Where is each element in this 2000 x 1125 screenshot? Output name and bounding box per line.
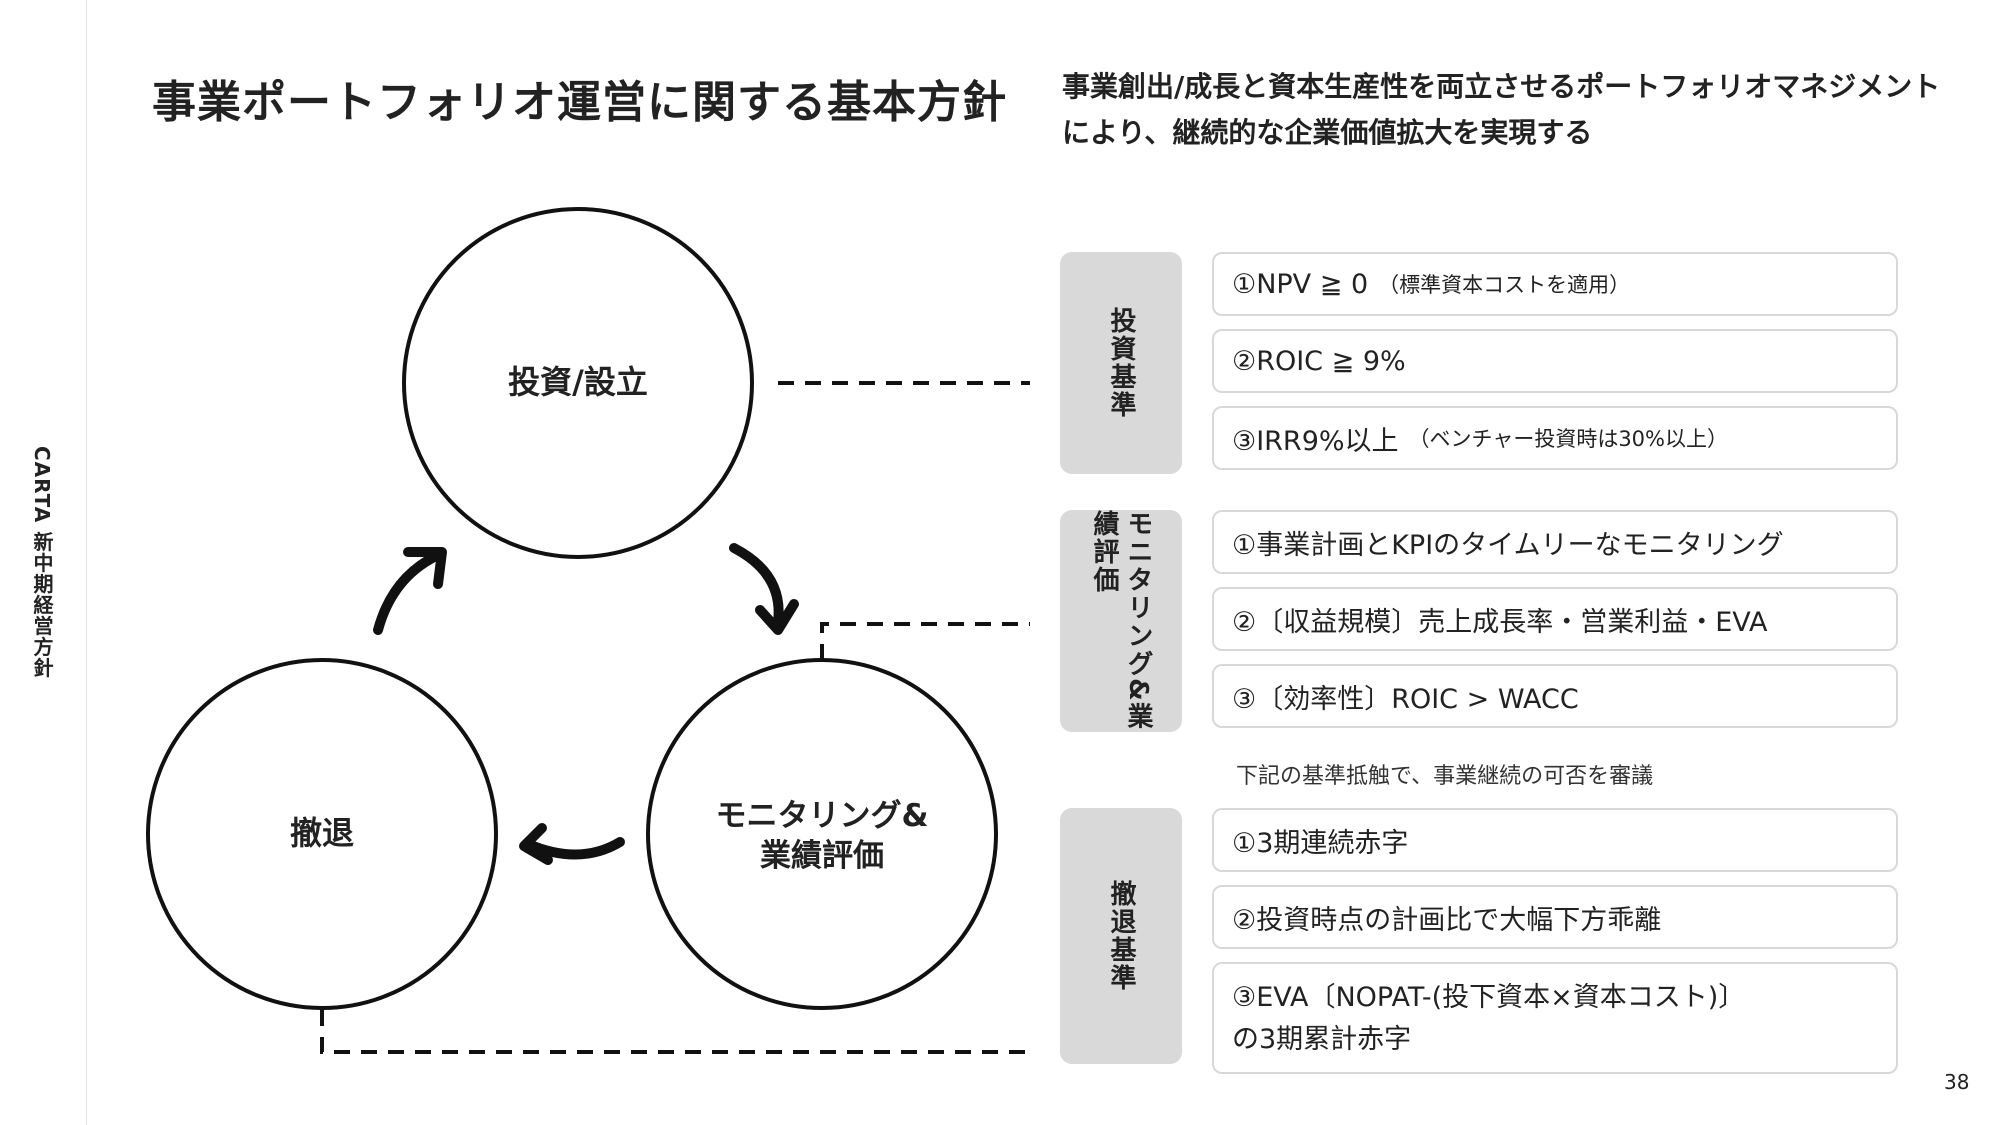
arrow-monitor-to-withdraw xyxy=(519,823,625,865)
withdraw-criterion-3-text: ③EVA〔NOPAT-(投下資本×資本コスト)〕の3期累計赤字 xyxy=(1232,982,1746,1055)
invest-criterion-2-text: ②ROIC ≧ 9% xyxy=(1232,345,1406,377)
monitor-circle xyxy=(646,658,998,1010)
withdraw-criterion-1: ①3期連続赤字 xyxy=(1212,808,1898,872)
invest-circle xyxy=(402,207,754,559)
arrow-invest-to-monitor xyxy=(729,543,799,635)
connector-withdraw xyxy=(320,1010,1030,1054)
withdraw-criterion-3: ③EVA〔NOPAT-(投下資本×資本コスト)〕の3期累計赤字 xyxy=(1212,962,1898,1074)
invest-criterion-3-note: （ベンチャー投資時は30%以上） xyxy=(1408,427,1728,451)
withdraw-criterion-2: ②投資時点の計画比で大幅下方乖離 xyxy=(1212,885,1898,949)
withdraw-criterion-2-text: ②投資時点の計画比で大幅下方乖離 xyxy=(1232,904,1662,936)
category-monitor-label: モニタリング&業績評価 xyxy=(1089,510,1153,731)
category-invest: 投資基準 xyxy=(1060,252,1182,474)
invest-criterion-1-text: ①NPV ≧ 0 xyxy=(1232,268,1369,300)
category-monitor: モニタリング&業績評価 xyxy=(1060,510,1182,732)
invest-criterion-3: ③IRR9%以上 （ベンチャー投資時は30%以上） xyxy=(1212,406,1898,470)
invest-label: 投資/設立 xyxy=(508,363,648,401)
withdraw-circle xyxy=(146,658,498,1010)
monitor-criterion-3: ③〔効率性〕ROIC > WACC xyxy=(1212,664,1898,728)
monitor-label-line1: モニタリング& xyxy=(715,798,928,834)
withdraw-note: 下記の基準抵触で、事業継続の可否を審議 xyxy=(1236,764,1654,789)
invest-criterion-2: ②ROIC ≧ 9% xyxy=(1212,329,1898,393)
withdraw-criterion-1-text: ①3期連続赤字 xyxy=(1232,827,1409,859)
monitor-criterion-2-text: ②〔収益規模〕売上成長率・営業利益・EVA xyxy=(1232,606,1768,638)
arrow-withdraw-to-invest xyxy=(373,547,447,635)
category-withdraw-label: 撤退基準 xyxy=(1106,880,1136,992)
category-invest-label: 投資基準 xyxy=(1106,307,1136,419)
page-title: 事業ポートフォリオ運営に関する基本方針 xyxy=(152,77,1007,128)
category-withdraw: 撤退基準 xyxy=(1060,808,1182,1064)
side-divider xyxy=(86,0,87,1125)
invest-criterion-1-note: （標準資本コストを適用） xyxy=(1378,273,1631,297)
invest-criterion-1: ①NPV ≧ 0 （標準資本コストを適用） xyxy=(1212,252,1898,316)
side-label: CARTA 新中期経営方針 xyxy=(30,446,54,679)
connector-monitor xyxy=(820,622,1030,660)
page-number: 38 xyxy=(1944,1070,1970,1094)
page-subtitle: 事業創出/成長と資本生産性を両立させるポートフォリオマネジメントにより、継続的な… xyxy=(1062,70,1941,149)
monitor-criterion-1-text: ①事業計画とKPIのタイムリーなモニタリング xyxy=(1232,529,1784,561)
monitor-criterion-1: ①事業計画とKPIのタイムリーなモニタリング xyxy=(1212,510,1898,574)
dashed-connectors xyxy=(320,381,1030,1054)
monitor-criterion-2: ②〔収益規模〕売上成長率・営業利益・EVA xyxy=(1212,587,1898,651)
monitor-label-line2: 業績評価 xyxy=(760,838,884,874)
invest-criterion-3-text: ③IRR9%以上 xyxy=(1232,425,1399,457)
withdraw-label: 撤退 xyxy=(290,814,354,852)
monitor-criterion-3-text: ③〔効率性〕ROIC > WACC xyxy=(1232,683,1579,715)
